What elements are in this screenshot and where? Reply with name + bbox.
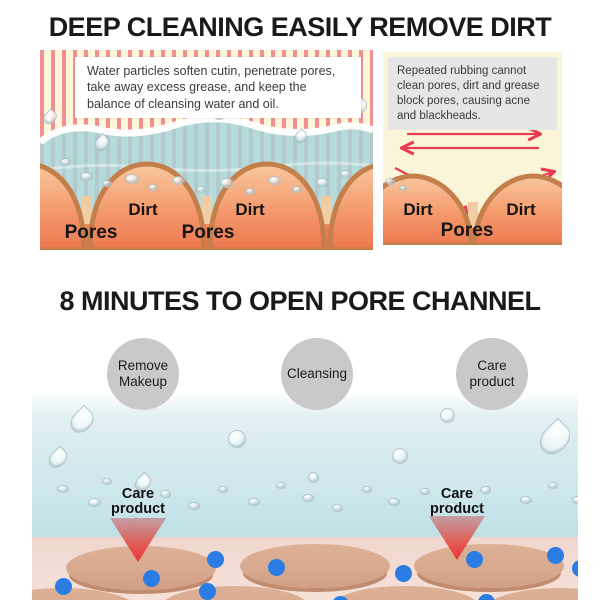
water-droplet — [88, 498, 101, 507]
nutrient-dot — [143, 570, 160, 587]
rubbing-panel: Repeated rubbing cannot clean pores, dir… — [383, 52, 562, 245]
dirt-label: Dirt — [403, 200, 433, 219]
water-droplet — [248, 498, 260, 506]
water-droplet — [218, 486, 228, 493]
water-droplet — [196, 186, 206, 193]
dirt-label: Dirt — [128, 200, 158, 219]
left-panel-description: Water particles soften cutin, penetrate … — [75, 57, 361, 118]
step-label: Care product — [469, 358, 515, 389]
skin-cell-disc — [240, 544, 390, 588]
nutrient-dot — [572, 560, 578, 577]
step-circle-remove-makeup: Remove Makeup — [107, 338, 179, 410]
water-droplet — [392, 448, 408, 464]
pore-channel — [322, 196, 332, 250]
water-area — [32, 392, 578, 537]
pore-channel — [468, 202, 478, 245]
water-ripple — [40, 161, 373, 173]
skin-bump — [87, 161, 207, 250]
nutrient-dot — [268, 559, 285, 576]
nutrient-dot — [55, 578, 72, 595]
water-droplet — [57, 485, 69, 493]
skin-bump — [207, 161, 327, 250]
care-product-annotation: Care product — [430, 486, 484, 517]
water-droplet — [148, 184, 158, 191]
step-circle-care-product: Care product — [456, 338, 528, 410]
care-product-annotation: Care product — [111, 486, 165, 517]
nutrient-dot — [207, 551, 224, 568]
nutrient-dot — [332, 596, 349, 600]
water-droplet — [340, 170, 351, 178]
water-droplet — [245, 188, 255, 195]
water-droplet — [220, 178, 234, 188]
nutrient-dot — [547, 547, 564, 564]
rubbing-illustration — [383, 52, 562, 245]
water-droplet — [268, 176, 281, 185]
dirt-label: Dirt — [506, 200, 536, 219]
nutrient-dot — [395, 565, 412, 582]
water-droplet — [276, 482, 286, 489]
water-droplet — [572, 496, 578, 504]
skin-bump — [472, 173, 562, 245]
skin-bump — [327, 163, 373, 250]
water-droplet — [480, 486, 491, 494]
skin-bump — [40, 163, 87, 250]
water-droplet — [125, 174, 139, 184]
water-droplet — [292, 186, 302, 193]
pores-label: Pores — [440, 220, 494, 241]
deep-cleaning-panel: Water particles soften cutin, penetrate … — [40, 50, 373, 250]
step-label: Remove Makeup — [117, 358, 169, 389]
skin-cell-disc — [160, 586, 310, 600]
skin-cell-disc — [414, 544, 564, 588]
water-droplet — [446, 502, 458, 510]
pores-label: Pores — [64, 222, 118, 243]
nutrient-dot — [478, 594, 495, 600]
step-label: Cleansing — [286, 366, 348, 382]
water-and-skin-illustration — [40, 115, 373, 250]
water-droplet — [548, 482, 558, 489]
water-droplet — [385, 178, 395, 185]
water-droplet — [102, 478, 112, 485]
water-droplet — [80, 172, 93, 181]
water-droplet — [440, 408, 455, 423]
nutrient-dot — [199, 583, 216, 600]
water-droplet — [160, 490, 171, 498]
water-droplet — [302, 494, 314, 502]
dirt-label: Dirt — [235, 200, 265, 219]
pores-label: Pores — [181, 222, 235, 243]
water-droplet — [316, 178, 329, 187]
skin-cell-disc — [330, 586, 480, 600]
water-droplet — [388, 498, 400, 506]
water-droplet — [420, 488, 430, 495]
water-droplet — [399, 185, 407, 191]
water-droplet — [102, 180, 112, 187]
skin-bump — [383, 173, 474, 245]
water-droplet — [362, 486, 372, 493]
section1-title: DEEP CLEANING EASILY REMOVE DIRT — [48, 12, 552, 42]
water-droplet — [308, 472, 319, 483]
section2-title: 8 MINUTES TO OPEN PORE CHANNEL — [59, 286, 541, 316]
right-panel-description: Repeated rubbing cannot clean pores, dir… — [388, 57, 557, 130]
pore-channel-illustration: Remove Makeup Cleansing Care product Car… — [32, 330, 578, 600]
water-droplet — [332, 504, 343, 512]
water-droplet — [172, 176, 185, 185]
pore-channel — [202, 196, 212, 250]
water-droplet — [188, 502, 200, 510]
pore-channel — [82, 196, 92, 250]
step-circle-cleansing: Cleansing — [281, 338, 353, 410]
water-droplet — [520, 496, 532, 504]
water-droplet — [60, 158, 71, 166]
water-droplet — [228, 430, 246, 448]
nutrient-dot — [466, 551, 483, 568]
